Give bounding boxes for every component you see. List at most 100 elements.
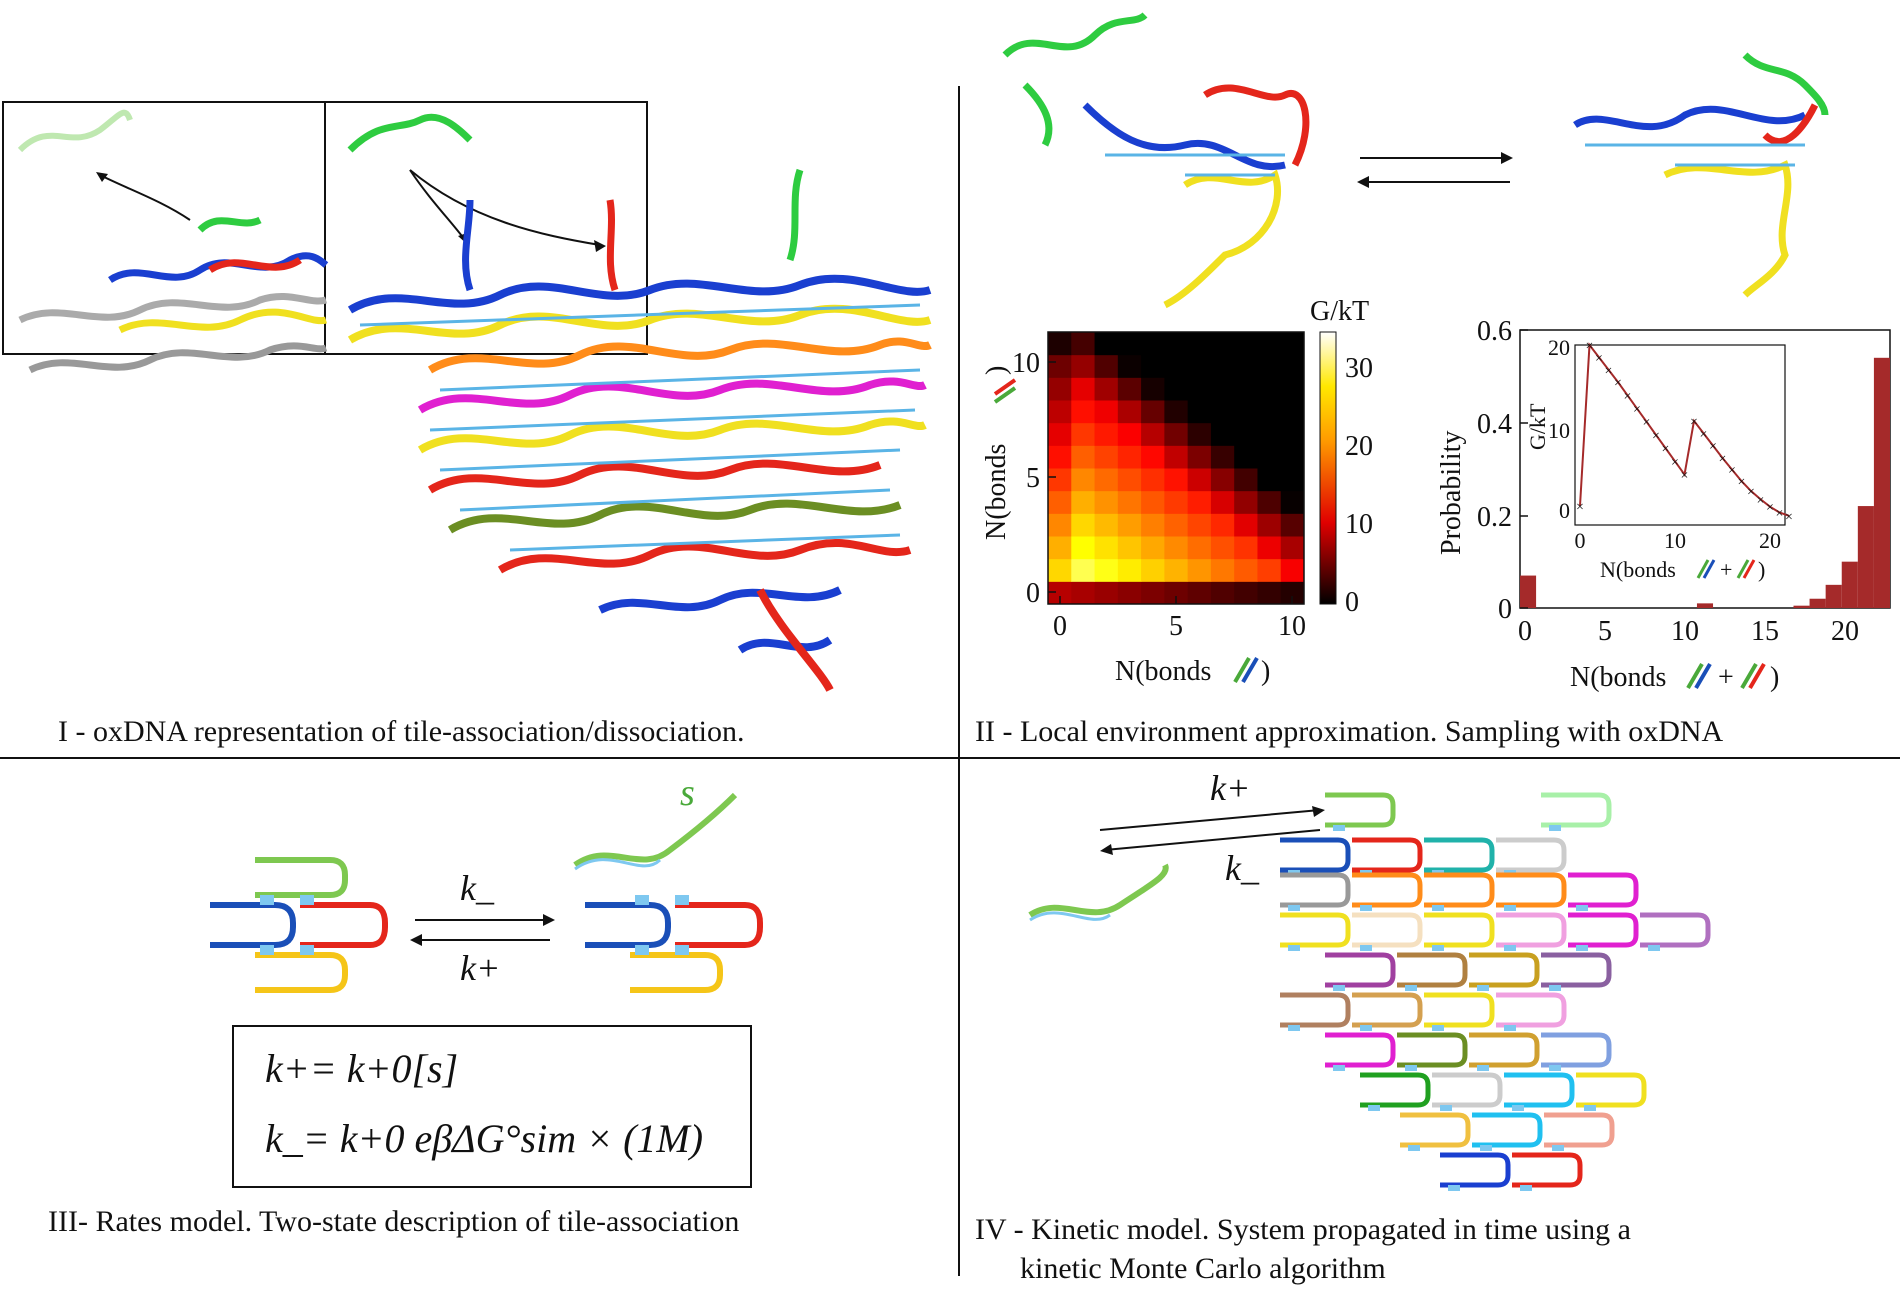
inset-point-marker: × bbox=[1728, 464, 1736, 479]
heatmap-cell bbox=[1257, 354, 1282, 378]
heatmap-cell bbox=[1117, 354, 1142, 378]
inset-point-marker: × bbox=[1633, 403, 1641, 418]
heatmap-cell bbox=[1141, 490, 1165, 514]
lattice-tile bbox=[1469, 1032, 1540, 1068]
heatmap-cell bbox=[1071, 468, 1096, 492]
lattice-tile bbox=[1424, 872, 1495, 908]
hist-xlabel: N(bonds bbox=[1570, 662, 1666, 693]
heatmap-cell bbox=[1257, 377, 1282, 401]
heatmap-cell bbox=[1071, 558, 1096, 582]
lattice-bond bbox=[1477, 985, 1489, 991]
lattice-bond bbox=[1504, 905, 1516, 911]
lattice-bond bbox=[1368, 1105, 1380, 1111]
heatmap-cell bbox=[1187, 490, 1212, 514]
histogram-bar bbox=[1857, 506, 1874, 608]
caption-panel-4-line-2: kinetic Monte Carlo algorithm bbox=[1020, 1252, 1386, 1285]
heatmap-cell bbox=[1141, 422, 1165, 446]
heatmap-cell bbox=[1187, 422, 1212, 446]
lattice-bond bbox=[1549, 985, 1561, 991]
lattice-tile bbox=[1541, 1032, 1612, 1068]
heatmap-cell bbox=[1234, 513, 1258, 537]
lattice-bond bbox=[1480, 1145, 1492, 1151]
heatmap-cell bbox=[1117, 490, 1142, 514]
inset-point-marker: × bbox=[1595, 351, 1603, 366]
heatmap-xlabel: N(bonds bbox=[1115, 656, 1211, 687]
inset-point-marker: × bbox=[1700, 427, 1708, 442]
heatmap-cell bbox=[1280, 422, 1305, 446]
heatmap-cell bbox=[1164, 513, 1189, 537]
heatmap-cell bbox=[1117, 400, 1142, 424]
rates-equation-2: k_= k+0 eβΔG°sim × (1M) bbox=[265, 1116, 704, 1161]
hist-xtick-0: 0 bbox=[1518, 616, 1532, 647]
histogram-bar bbox=[1696, 603, 1714, 608]
heatmap-cell bbox=[1117, 468, 1142, 492]
lattice-bond bbox=[1504, 1025, 1516, 1031]
lattice-bond bbox=[1584, 1105, 1596, 1111]
lattice-bond bbox=[1288, 945, 1300, 951]
heatmap-cell bbox=[1071, 400, 1096, 424]
heatmap-cell bbox=[1257, 422, 1282, 446]
kinetic-model-diagram: k+ k_ bbox=[1028, 768, 1711, 1191]
inset-frame bbox=[1574, 344, 1786, 526]
histogram-bar bbox=[1825, 584, 1842, 608]
hist-xtick-15: 15 bbox=[1751, 616, 1779, 647]
histogram-bar bbox=[1873, 357, 1890, 608]
heatmap-xlabel-close: ) bbox=[1261, 656, 1270, 687]
heatmap-cell bbox=[1280, 354, 1305, 378]
lattice-bond bbox=[1440, 1105, 1452, 1111]
lattice-bond bbox=[1512, 1105, 1524, 1111]
lattice-bond bbox=[1405, 985, 1417, 991]
hist-ytick-06: 0.6 bbox=[1477, 316, 1512, 347]
heatmap-cell bbox=[1280, 445, 1305, 469]
heatmap-cell bbox=[1187, 513, 1212, 537]
heatmap-cell bbox=[1048, 490, 1072, 514]
lattice-bond bbox=[1432, 1025, 1444, 1031]
hist-xtick-5: 5 bbox=[1598, 616, 1612, 647]
heatmap-cell bbox=[1094, 332, 1119, 356]
histogram-bar bbox=[1809, 598, 1826, 608]
heatmap-cell bbox=[1210, 422, 1235, 446]
k-plus-label: k+ bbox=[460, 948, 500, 988]
heatmap-xtick-5: 5 bbox=[1169, 611, 1183, 642]
heatmap-cell bbox=[1071, 445, 1096, 469]
lattice-bond bbox=[1360, 905, 1372, 911]
lattice-tile bbox=[1400, 1112, 1471, 1148]
histogram-bar bbox=[1841, 561, 1858, 608]
inset-point-marker: × bbox=[1614, 376, 1622, 391]
heatmap-cell bbox=[1141, 400, 1165, 424]
heatmap-cell bbox=[1257, 400, 1282, 424]
heatmap-cell bbox=[1164, 536, 1189, 560]
histogram-bar bbox=[1520, 575, 1537, 608]
heatmap-cell bbox=[1048, 445, 1072, 469]
lattice-tile bbox=[1544, 1112, 1615, 1148]
lattice-bond bbox=[1432, 945, 1444, 951]
heatmap-cell bbox=[1210, 354, 1235, 378]
inset-ytick-0: 0 bbox=[1559, 498, 1570, 523]
heatmap-cell bbox=[1164, 422, 1189, 446]
heatmap-cell bbox=[1164, 581, 1189, 605]
heatmap-cell bbox=[1164, 377, 1189, 401]
colorbar-tick-20: 20 bbox=[1345, 431, 1373, 462]
oxdna-structure-illustration bbox=[17, 109, 932, 692]
heatmap-cell bbox=[1117, 445, 1142, 469]
heatmap-cell bbox=[1071, 332, 1096, 356]
heatmap-cell bbox=[1094, 445, 1119, 469]
lattice-tile bbox=[1360, 1072, 1431, 1108]
inset-xtick-0: 0 bbox=[1575, 528, 1586, 553]
histogram-bar bbox=[1793, 605, 1810, 608]
inset-xlabel-close: ) bbox=[1758, 557, 1765, 582]
heatmap-ytick-0: 0 bbox=[1026, 578, 1040, 609]
strand-s-label: s bbox=[680, 772, 695, 814]
heatmap-cell bbox=[1071, 377, 1096, 401]
hist-ytick-0: 0 bbox=[1498, 594, 1512, 625]
colorbar-title: G/kT bbox=[1310, 296, 1369, 327]
lattice-bond bbox=[1333, 985, 1345, 991]
heatmap-cell bbox=[1280, 490, 1305, 514]
hist-xtick-10: 10 bbox=[1671, 616, 1699, 647]
heatmap-chart: 0 5 10 10 5 0 N(bonds ) N(bonds ) bbox=[981, 296, 1373, 687]
inset-point-marker: × bbox=[1586, 339, 1594, 354]
lattice-bond bbox=[1576, 945, 1588, 951]
lattice-tile bbox=[1496, 992, 1567, 1028]
rates-equation-box bbox=[232, 1025, 752, 1188]
heatmap-cell bbox=[1257, 332, 1282, 356]
